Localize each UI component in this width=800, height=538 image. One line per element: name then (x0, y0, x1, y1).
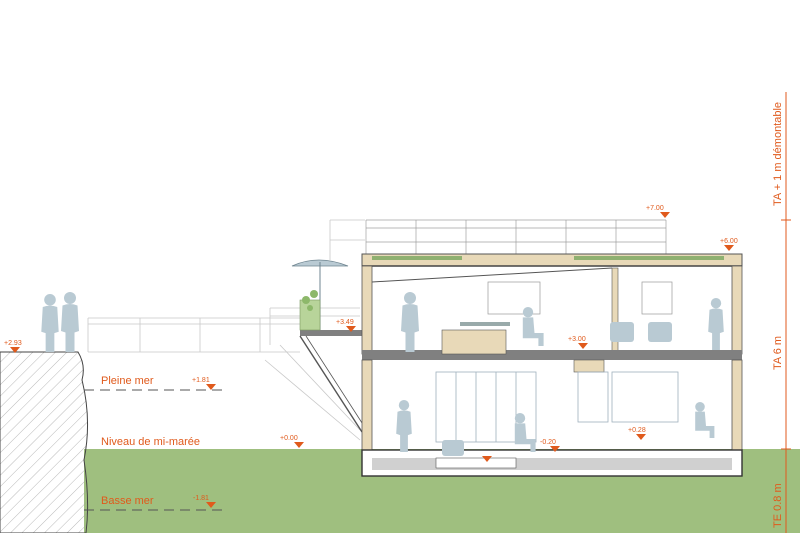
level-cliff: +2.93 (4, 340, 22, 347)
level-terrace: +3.49 (336, 319, 354, 326)
label-pleine-mer: Pleine mer (101, 375, 154, 387)
dimension-line (781, 92, 791, 533)
level-marker: -0.20 (540, 439, 560, 452)
level-marker: +0.00 (280, 435, 304, 448)
label-basse-mer: Basse mer (101, 495, 154, 507)
building (361, 219, 743, 477)
level-roof: +6.00 (720, 238, 738, 245)
level-lower-sunken: -0.20 (540, 439, 556, 446)
level-marker: +3.49 (336, 319, 356, 332)
level-marker: +6.00 (720, 238, 738, 251)
terrace (291, 259, 368, 433)
level-marker: -1.81 (193, 495, 216, 508)
tide-lines (84, 389, 225, 511)
level-markers: +2.93 +1.81 +0.00 -1.81 +3.49 +3.00 -0.2… (4, 205, 738, 508)
level-zero: +0.00 (280, 435, 298, 442)
level-marker (482, 456, 492, 462)
level-marker: +2.93 (4, 340, 22, 353)
cliff (0, 351, 89, 534)
people-on-cliff (41, 292, 79, 352)
level-basse-mer: -1.81 (193, 495, 209, 502)
dim-ta-demontable: TA + 1 m démontable (772, 102, 784, 206)
level-pleine-mer: +1.81 (192, 377, 210, 384)
level-lower-raised: +0.28 (628, 427, 646, 434)
dim-ta: TA 6 m (772, 336, 784, 370)
label-mi-maree: Niveau de mi-marée (101, 436, 200, 448)
level-upper-floor: +3.00 (568, 336, 586, 343)
interior-figures (396, 292, 724, 456)
walkway-railing (87, 219, 365, 441)
level-marker: +1.81 (192, 377, 216, 390)
level-marker: +7.00 (646, 205, 670, 218)
level-marker: +0.28 (628, 427, 646, 440)
dim-te: TE 0.8 m (772, 483, 784, 528)
level-marker: +3.00 (568, 336, 588, 349)
level-roof-parapet: +7.00 (646, 205, 664, 212)
